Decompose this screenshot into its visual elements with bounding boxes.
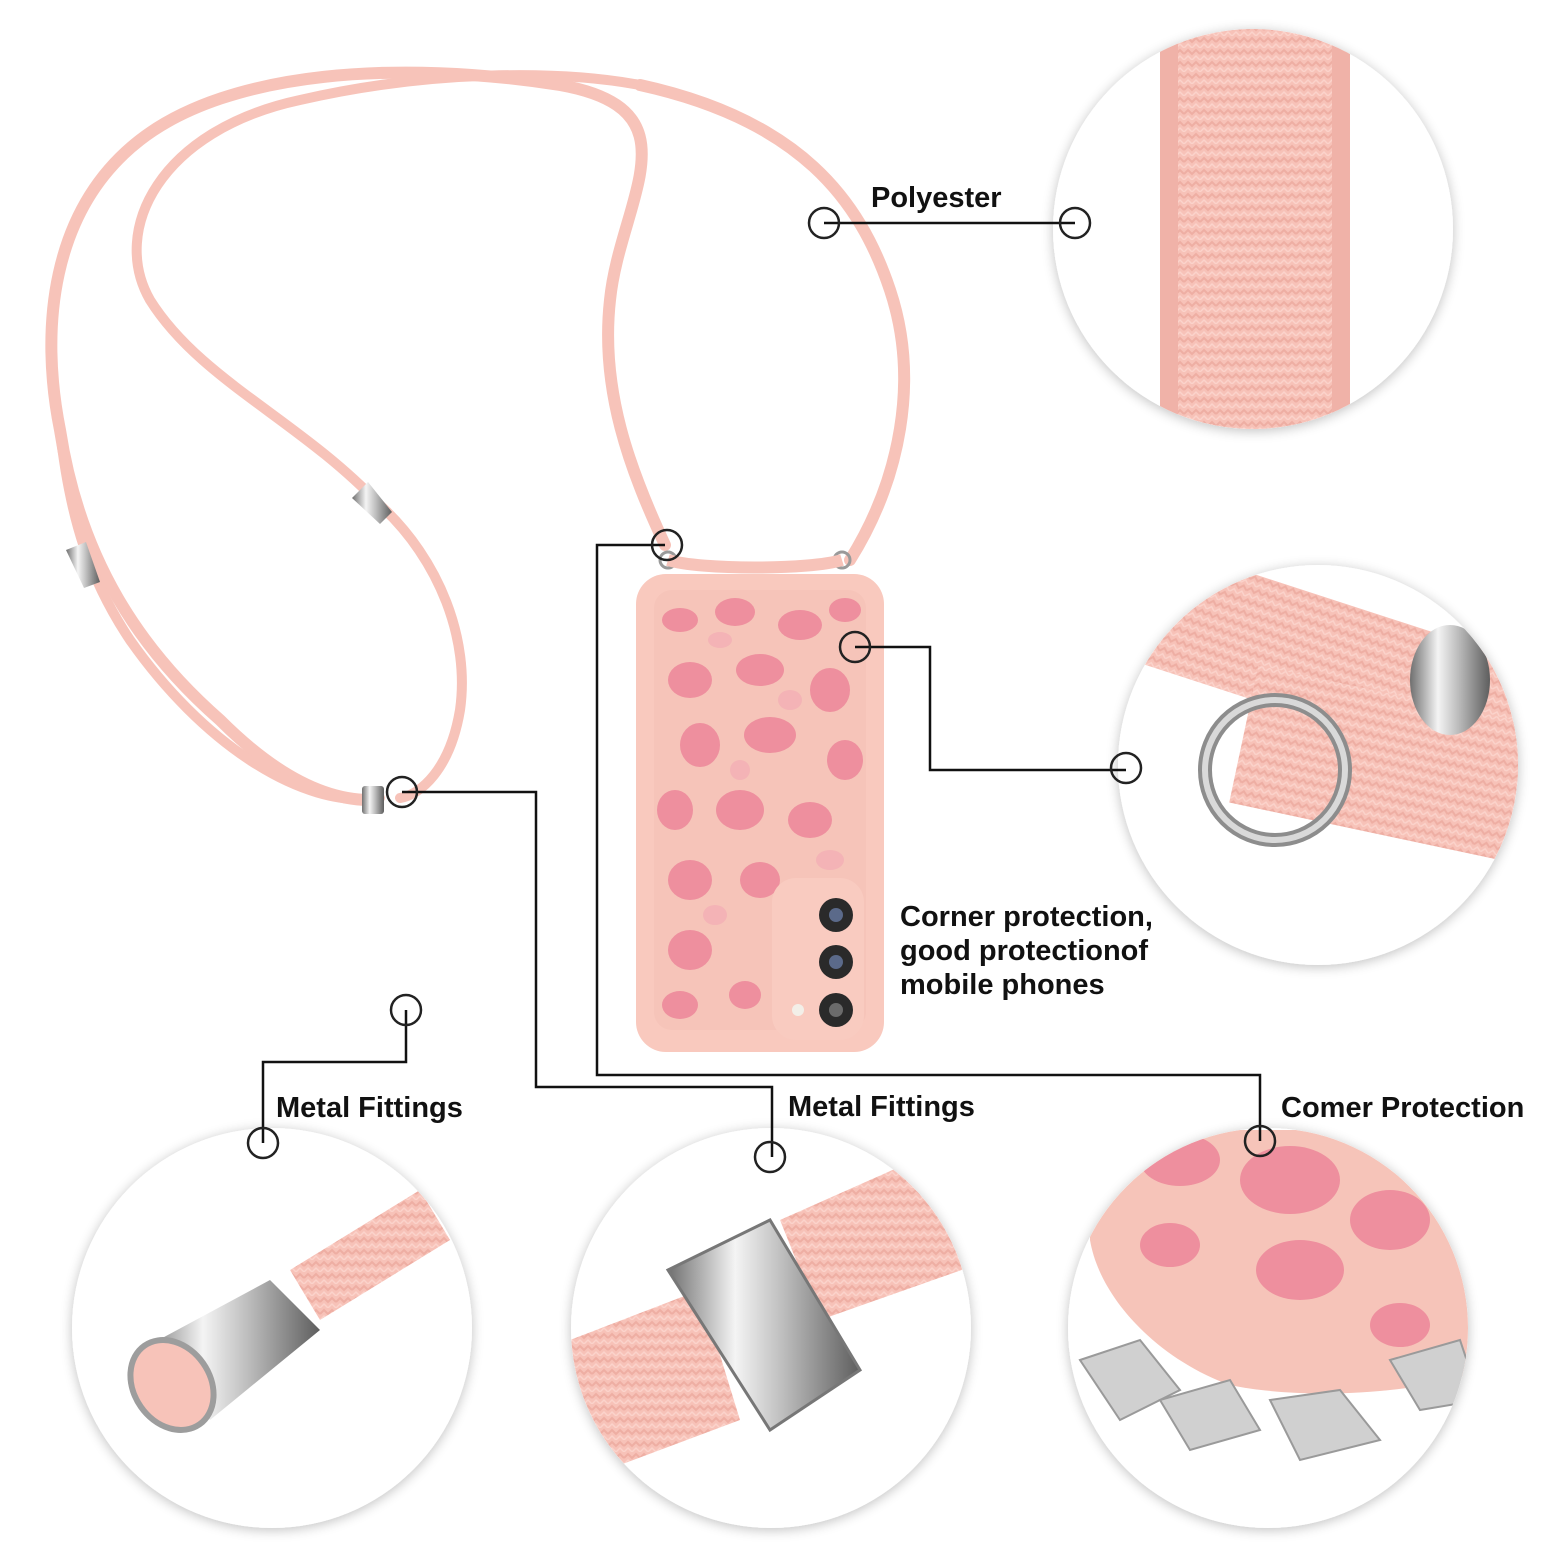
leopard-pattern xyxy=(657,598,863,1019)
cord-metal-tips xyxy=(66,482,392,814)
label-comer-protection: Comer Protection xyxy=(1281,1092,1525,1124)
label-corner-protection-description: Corner protection, good protectionof mob… xyxy=(900,900,1153,1002)
flash-icon xyxy=(792,1004,804,1016)
label-corner-line-3: mobile phones xyxy=(900,969,1105,1001)
detail-circle-metal-slider xyxy=(571,1128,971,1528)
label-corner-line-2: good protectionof xyxy=(900,935,1149,967)
label-corner-line-1: Corner protection, xyxy=(900,901,1153,933)
label-metal-fittings-middle: Metal Fittings xyxy=(788,1091,975,1123)
label-polyester: Polyester xyxy=(871,182,1002,214)
detail-circle-ring xyxy=(1118,565,1518,965)
detail-circle-polyester xyxy=(1053,29,1453,429)
callout-markers xyxy=(246,206,1277,1174)
lanyard-cord xyxy=(45,66,911,806)
detail-circle-metal-tip xyxy=(72,1128,472,1528)
label-metal-fittings-left: Metal Fittings xyxy=(276,1092,463,1124)
detail-circle-corner xyxy=(1068,1128,1468,1528)
callout-lines xyxy=(261,221,1262,1157)
camera-lens-icon xyxy=(819,898,853,1027)
phone-case xyxy=(636,550,884,1052)
